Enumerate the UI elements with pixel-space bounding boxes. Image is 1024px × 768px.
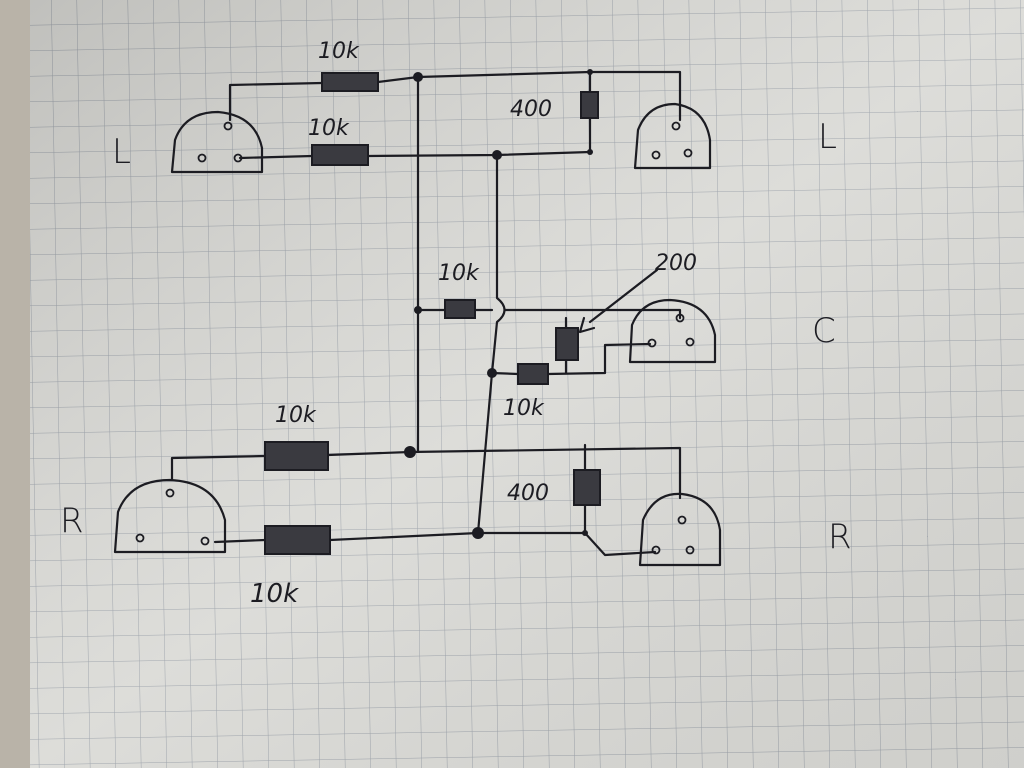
resistor-center-1: [444, 299, 476, 319]
label-connector-center: C: [812, 311, 836, 351]
connector-top-left: [170, 110, 264, 174]
resistors: [264, 72, 601, 555]
label-r-bottom-2: 10k: [250, 579, 299, 609]
label-r-top-2: 10k: [308, 116, 350, 141]
resistor-top-2: [311, 144, 369, 166]
resistor-top-shunt: [580, 91, 599, 119]
connector-bottom-right: [638, 492, 722, 567]
label-connector-top-right: L: [818, 117, 837, 157]
connector-top-right: [633, 102, 712, 170]
connector-bottom-left: [113, 478, 227, 554]
resistor-bottom-shunt: [573, 469, 601, 506]
resistor-center-2: [517, 363, 549, 385]
resistor-center-shunt: [555, 327, 579, 361]
label-r-center-2: 10k: [503, 396, 545, 421]
labels: 10k 10k 400 10k 200 10k 10k 400 10k L L …: [60, 39, 852, 609]
resistor-bottom-1: [264, 441, 329, 471]
label-r-center-1: 10k: [438, 261, 480, 286]
label-r-top-1: 10k: [318, 39, 360, 64]
connector-center: [628, 298, 717, 364]
label-connector-bottom-right: R: [828, 517, 852, 557]
label-connector-bottom-left: R: [60, 501, 84, 541]
label-r-bottom-1: 10k: [275, 403, 317, 428]
label-r-bottom-shunt: 400: [507, 481, 549, 506]
label-r-top-shunt: 400: [510, 97, 552, 122]
label-r-center-shunt: 200: [655, 251, 697, 276]
label-connector-top-left: L: [112, 132, 131, 172]
resistor-top-1: [321, 72, 379, 92]
junction-nodes: [404, 69, 593, 539]
resistor-bottom-2: [264, 525, 331, 555]
